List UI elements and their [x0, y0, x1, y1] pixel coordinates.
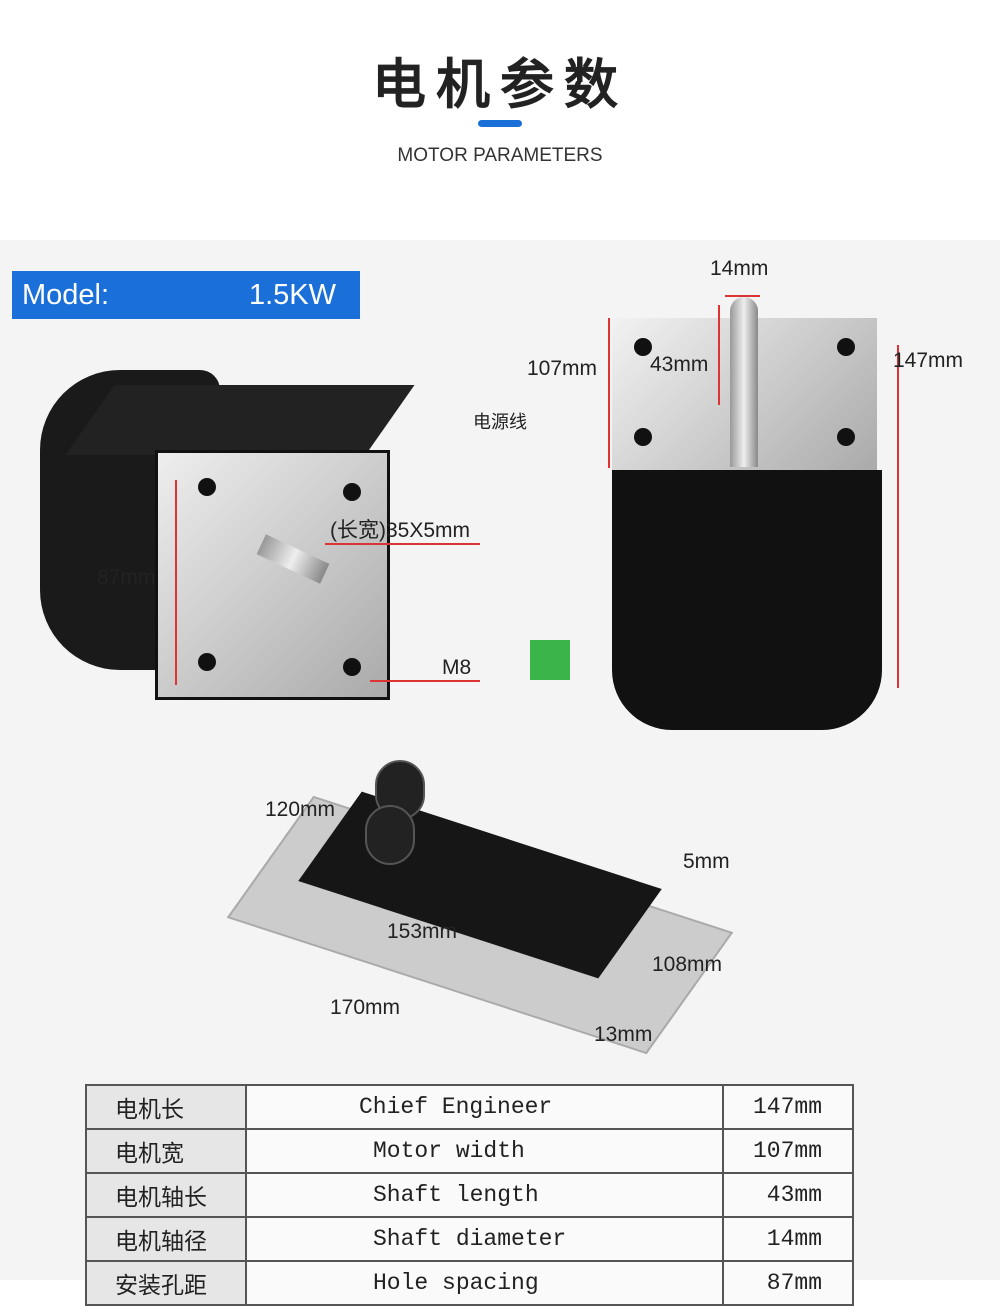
row-value: 14mm [722, 1216, 854, 1262]
shaft-key-label: (长宽)35X5mm [330, 519, 471, 542]
title-underline [478, 120, 522, 127]
model-value: 1.5KW [248, 278, 336, 311]
row-value: 87mm [722, 1260, 854, 1306]
model-banner: Model: 1.5KW [12, 271, 360, 319]
driver-depth-label: 108mm [652, 953, 723, 976]
motor-length-label: 147mm [893, 349, 964, 372]
driver-width-label: 120mm [265, 798, 336, 821]
motor-side-shaft [730, 297, 758, 467]
motor-width-label: 107mm [527, 357, 598, 380]
driver-edge-label: 5mm [683, 850, 730, 873]
row-en: Shaft diameter [245, 1216, 724, 1262]
row-en: Motor width [245, 1128, 724, 1174]
driver-inner-label: 153mm [387, 920, 458, 943]
row-value: 107mm [722, 1128, 854, 1174]
row-en: Shaft length [245, 1172, 724, 1218]
driver-length-label: 170mm [330, 996, 401, 1019]
row-cn: 电机长 [85, 1084, 247, 1130]
shaft-length-label: 43mm [650, 353, 709, 376]
row-value: 43mm [722, 1172, 854, 1218]
thread-label: M8 [442, 656, 472, 679]
row-cn: 电机轴径 [85, 1216, 247, 1262]
model-label: Model: [22, 278, 110, 311]
shaft-diameter-label: 14mm [710, 257, 769, 280]
motor-front-plate [155, 450, 390, 700]
motor-front-fins [65, 385, 415, 455]
row-cn: 电机宽 [85, 1128, 247, 1174]
row-cn: 电机轴长 [85, 1172, 247, 1218]
row-en: Chief Engineer [245, 1084, 724, 1130]
row-value: 147mm [722, 1084, 854, 1130]
connector-icon [530, 640, 570, 680]
motor-height-label: 87mm [97, 566, 156, 589]
row-en: Hole spacing [245, 1260, 724, 1306]
row-cn: 安装孔距 [85, 1260, 247, 1306]
power-cable-label: 电源线 [473, 412, 527, 432]
driver-thickness-label: 13mm [594, 1023, 653, 1046]
page-subtitle: MOTOR PARAMETERS [397, 145, 603, 166]
motor-side-body [612, 470, 882, 730]
page-title: 电机参数 [372, 53, 628, 116]
